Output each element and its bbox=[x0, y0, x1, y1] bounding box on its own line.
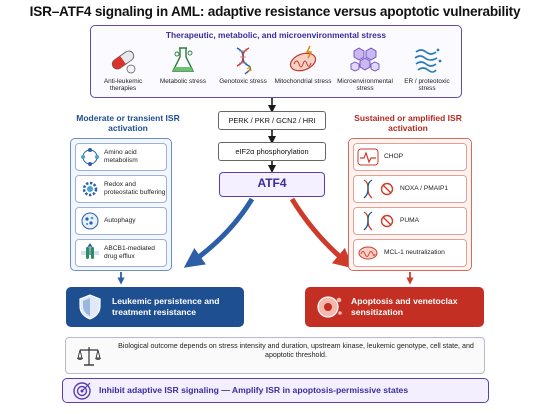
scales-icon bbox=[77, 347, 101, 366]
context-note-text: Biological outcome depends on stress int… bbox=[118, 342, 474, 359]
stress-item-metabolic: Metabolic stress bbox=[153, 42, 213, 85]
target-icon bbox=[73, 382, 91, 400]
apoptosis-outcome-label: Apoptosis and venetoclax sensitization bbox=[351, 296, 458, 317]
stress-item-therapies: Anti-leukemic therapies bbox=[93, 42, 153, 93]
kinases-box: PERK / PKR / GCN2 / HRI bbox=[218, 111, 326, 130]
adaptive-item-label: Autophagy bbox=[104, 217, 136, 225]
stress-label: Genotoxic stress bbox=[219, 78, 267, 85]
gear-icon bbox=[82, 181, 98, 197]
eif2a-box: eIF2α phosphorylation bbox=[218, 142, 326, 161]
resistance-outcome-label: Leukemic persistence and treatment resis… bbox=[112, 296, 220, 317]
mitochondria-icon bbox=[289, 45, 317, 72]
stress-label: Metabolic stress bbox=[159, 78, 207, 85]
adaptive-item-label: ABCB1-mediated drug efflux bbox=[104, 245, 155, 260]
apoptotic-item-label: PUMA bbox=[400, 217, 420, 225]
apoptotic-heading: Sustained or amplified ISR activation bbox=[354, 113, 462, 133]
pill-icon bbox=[111, 50, 136, 74]
dna-icon bbox=[363, 179, 373, 199]
stress-item-microenvironmental: Microenvironmental stress bbox=[335, 42, 395, 93]
waveform-icon bbox=[357, 148, 379, 166]
stress-item-er: ER / proteotoxic stress bbox=[397, 42, 457, 93]
block-icon bbox=[380, 182, 394, 196]
apoptotic-item: CHOP bbox=[353, 143, 467, 171]
apoptotic-item: NOXA / PMAIP1 bbox=[353, 175, 467, 203]
stress-label: Microenvironmental stress bbox=[337, 78, 393, 93]
flask-icon bbox=[171, 47, 195, 72]
block-icon bbox=[380, 214, 394, 228]
efflux-pump-icon bbox=[81, 243, 99, 259]
stress-label: ER / proteotoxic stress bbox=[404, 78, 450, 93]
stress-label: Mitochondrial stress bbox=[274, 78, 332, 85]
hexagon-network-icon bbox=[350, 47, 380, 72]
stress-heading: Therapeutic, metabolic, and microenviron… bbox=[165, 30, 387, 40]
apoptotic-column: CHOP NOXA / PMAIP1 PUMA MCL-1 neutraliza… bbox=[348, 138, 472, 271]
amino-acid-icon bbox=[81, 148, 99, 166]
shield-icon bbox=[79, 294, 101, 320]
figure-title: ISR–ATF4 signaling in AML: adaptive resi… bbox=[29, 4, 521, 19]
atf4-hub: ATF4 bbox=[219, 172, 325, 197]
adaptive-column: Amino acid metabolism Redox and proteost… bbox=[70, 138, 172, 271]
adaptive-item: ABCB1-mediated drug efflux bbox=[75, 239, 167, 267]
adaptive-item-label: Amino acid metabolism bbox=[104, 149, 138, 164]
dna-icon bbox=[363, 211, 373, 231]
apoptotic-item-label: CHOP bbox=[384, 153, 404, 161]
mitochondria-icon bbox=[358, 246, 378, 260]
resistance-outcome: Leukemic persistence and treatment resis… bbox=[66, 287, 244, 327]
er-icon bbox=[414, 48, 442, 73]
stress-item-genotoxic: Genotoxic stress bbox=[213, 42, 273, 85]
context-note: Biological outcome depends on stress int… bbox=[65, 337, 485, 374]
apoptotic-item-label: MCL-1 neutralization bbox=[384, 249, 445, 257]
stress-item-mitochondrial: Mitochondrial stress bbox=[273, 42, 333, 85]
apoptotic-item-label: NOXA / PMAIP1 bbox=[400, 185, 449, 193]
stress-panel: Therapeutic, metabolic, and microenviron… bbox=[90, 25, 462, 98]
adaptive-item: Amino acid metabolism bbox=[75, 143, 167, 171]
adaptive-item-label: Redox and proteostatic buffering bbox=[104, 181, 166, 196]
autophagy-icon bbox=[81, 212, 99, 230]
apoptotic-cell-icon bbox=[317, 296, 342, 318]
stress-label: Anti-leukemic therapies bbox=[103, 78, 143, 93]
therapeutic-banner-text: Inhibit adaptive ISR signaling — Amplify… bbox=[99, 385, 409, 395]
adaptive-item: Autophagy bbox=[75, 207, 167, 235]
adaptive-item: Redox and proteostatic buffering bbox=[75, 175, 167, 203]
dna-icon bbox=[236, 47, 253, 75]
therapeutic-banner: Inhibit adaptive ISR signaling — Amplify… bbox=[62, 378, 489, 403]
apoptosis-outcome: Apoptosis and venetoclax sensitization bbox=[305, 287, 484, 327]
apoptotic-item: PUMA bbox=[353, 207, 467, 235]
apoptotic-item: MCL-1 neutralization bbox=[353, 239, 467, 267]
adaptive-heading: Moderate or transient ISR activation bbox=[76, 113, 180, 133]
